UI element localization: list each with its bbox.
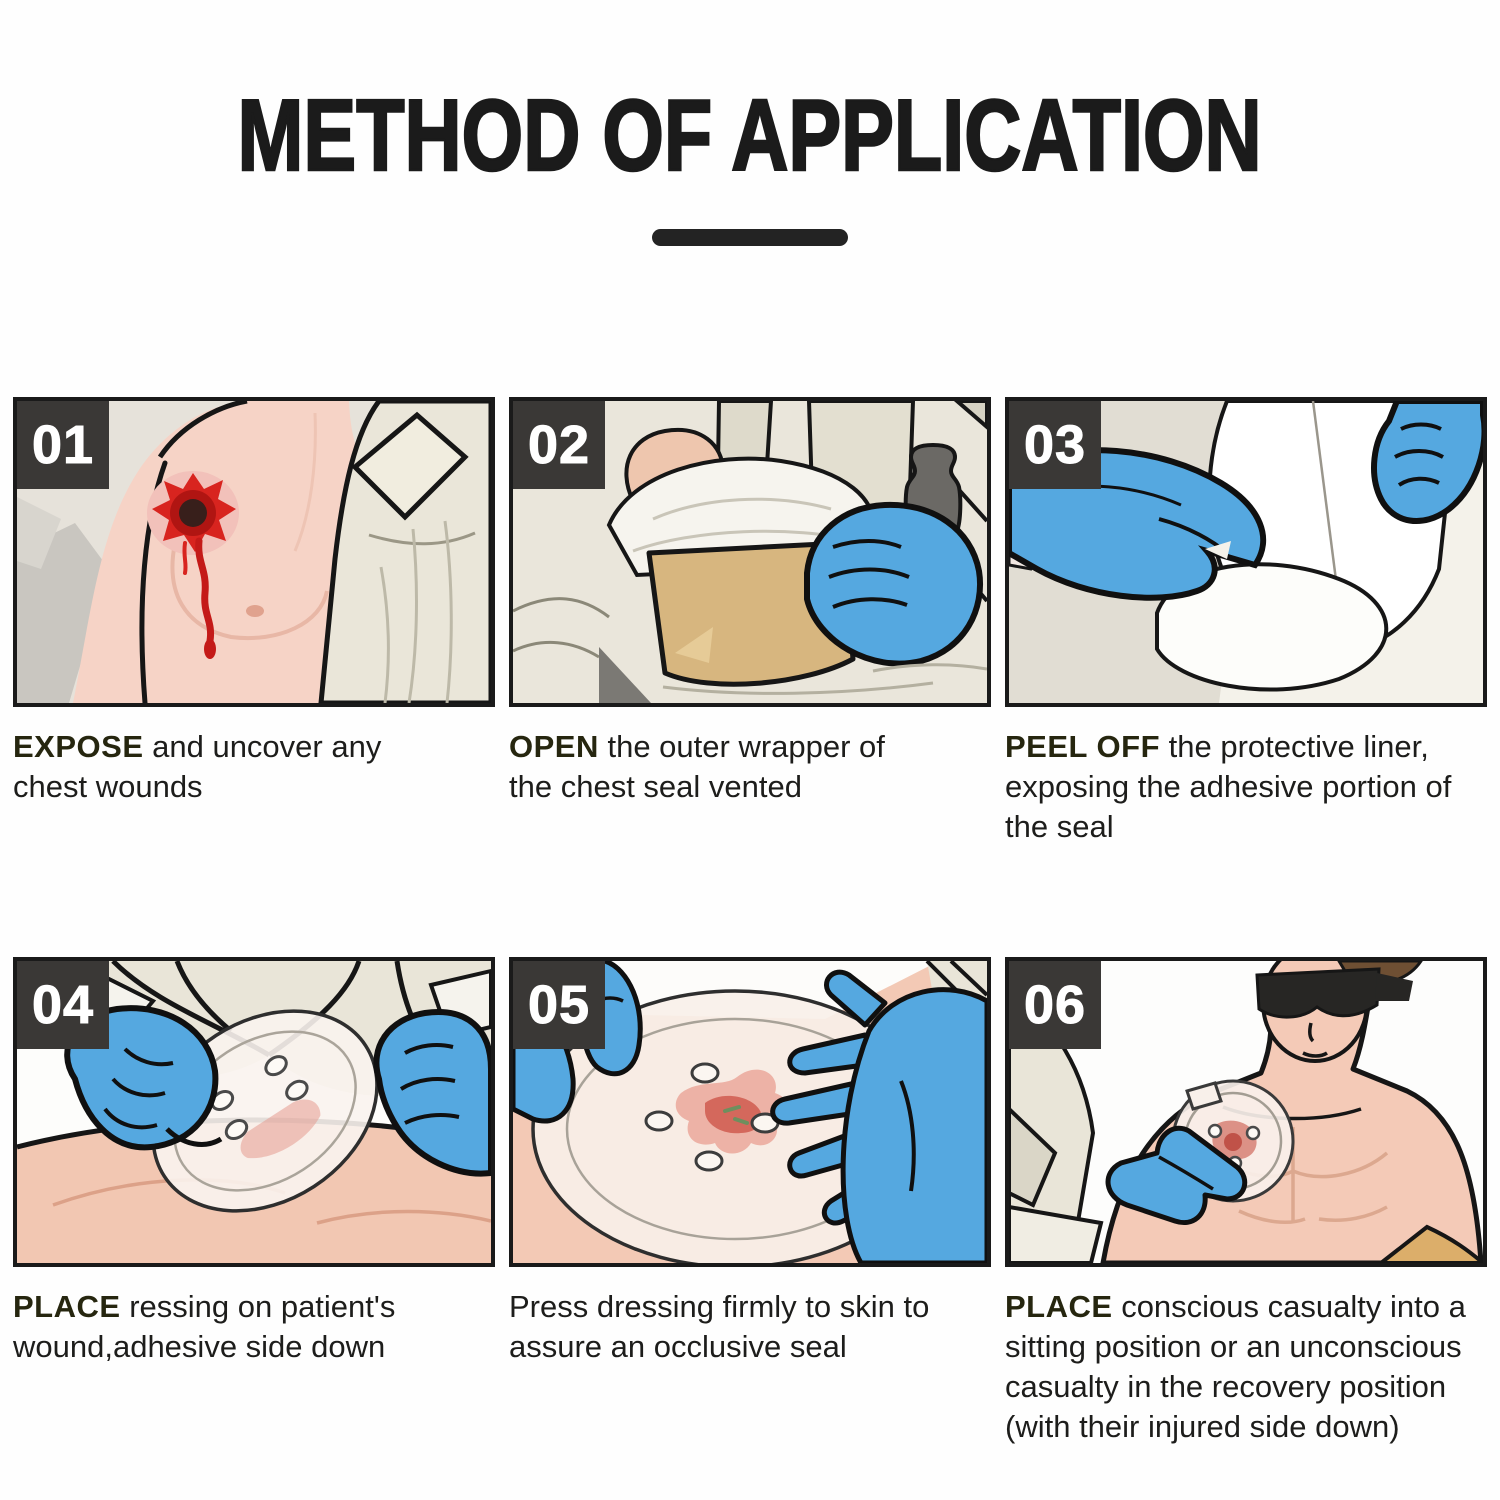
step-caption: PLACE conscious casualty into a sitting …: [1005, 1289, 1466, 1444]
blue-glove: [1105, 1125, 1248, 1225]
step-card: 05 Press dressing firmly to skin to assu…: [509, 957, 991, 1500]
step-number-badge: 02: [513, 401, 605, 489]
step-card: 01 EXPOSE and uncover any chest wounds: [13, 397, 495, 957]
step-card: 02 OPEN the outer wrapper of the chest s…: [509, 397, 991, 957]
chest-wound: [147, 471, 239, 659]
step-panel: 02: [509, 397, 991, 707]
illustration-step-1: [17, 401, 491, 703]
header: METHOD OF APPLICATION: [0, 0, 1500, 194]
title-divider: [652, 229, 848, 246]
step-card: 06 PLACE conscious casualty into a sitti…: [1005, 957, 1487, 1500]
step-card: 04 PLACE ressing on patient's wound,adhe…: [13, 957, 495, 1500]
step-number-badge: 06: [1009, 961, 1101, 1049]
blue-glove-right: [770, 969, 987, 1263]
steps-grid: 01 EXPOSE and uncover any chest wounds: [13, 397, 1493, 1500]
step-panel: 05: [509, 957, 991, 1267]
step-number-badge: 01: [17, 401, 109, 489]
chest-seal: [1155, 562, 1389, 692]
step-panel: 06: [1005, 957, 1487, 1267]
step-card: 03 PEEL OFF the protective liner, exposi…: [1005, 397, 1487, 957]
step-caption: PEEL OFF the protective liner, exposing …: [1005, 729, 1452, 844]
step-panel: 01: [13, 397, 495, 707]
blue-glove-right: [1371, 401, 1483, 525]
step-caption: EXPOSE and uncover any chest wounds: [13, 729, 382, 804]
illustration-step-6: [1009, 961, 1483, 1263]
blue-glove: [804, 501, 983, 667]
step-panel: 03: [1005, 397, 1487, 707]
goggles: [1255, 967, 1413, 1019]
step-number-badge: 03: [1009, 401, 1101, 489]
step-number-badge: 05: [513, 961, 605, 1049]
step-caption: Press dressing firmly to skin to assure …: [509, 1289, 930, 1364]
blue-glove-right: [373, 1009, 491, 1177]
step-caption: OPEN the outer wrapper of the chest seal…: [509, 729, 885, 804]
step-number-badge: 04: [17, 961, 109, 1049]
page-title: METHOD OF APPLICATION: [237, 78, 1263, 194]
step-caption: PLACE ressing on patient's wound,adhesiv…: [13, 1289, 396, 1364]
step-panel: 04: [13, 957, 495, 1267]
